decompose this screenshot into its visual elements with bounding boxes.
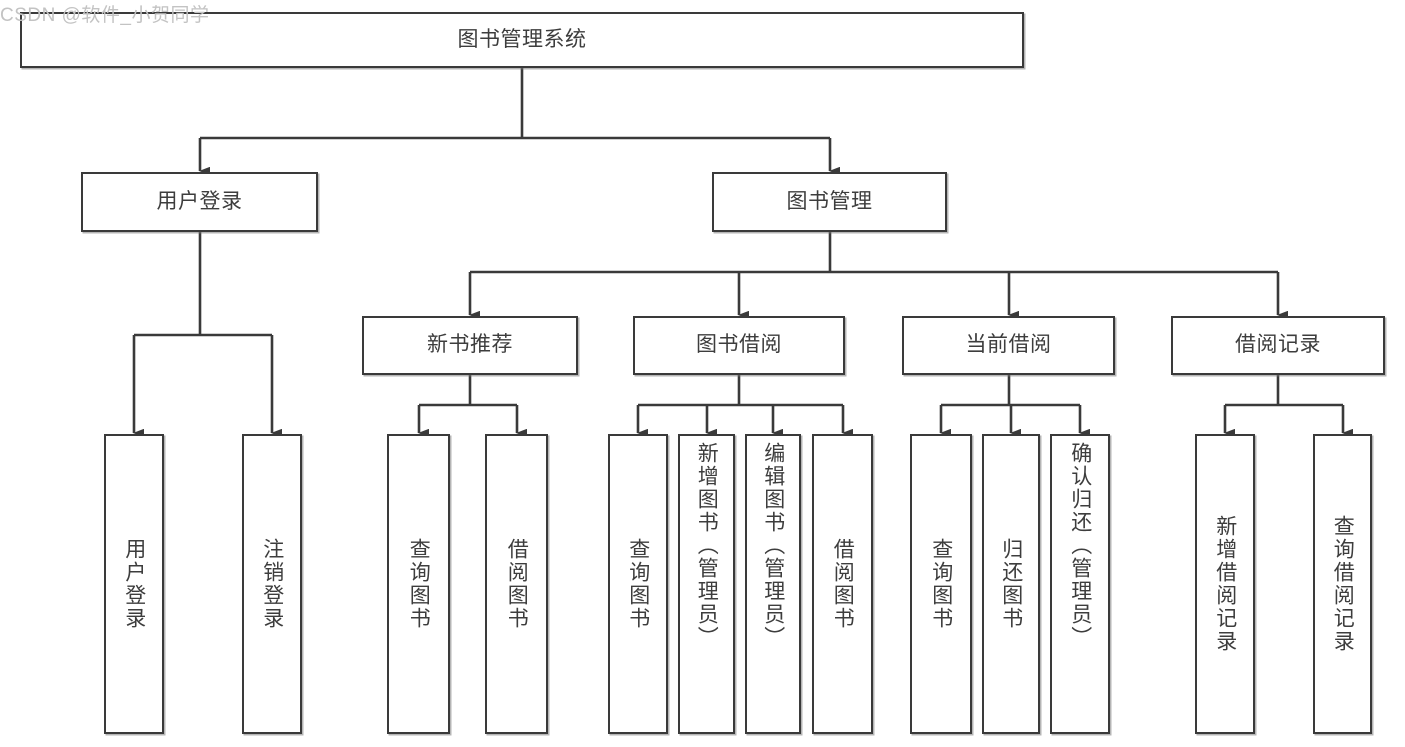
watermark-text: CSDN @软件_小贺同学: [0, 5, 210, 26]
node-leaf-borrow-1[interactable]: 查询图书: [608, 434, 668, 734]
node-label: 用户登录: [156, 189, 243, 213]
node-newbook[interactable]: 新书推荐: [362, 316, 578, 375]
node-borrow[interactable]: 图书借阅: [633, 316, 845, 375]
node-leaf-borrow-4[interactable]: 借阅图书: [812, 434, 873, 734]
node-label: 查询图书: [626, 538, 650, 630]
node-label: 用户登录: [122, 538, 146, 630]
node-label: 借阅图书: [831, 538, 855, 630]
node-leaf-cur-1[interactable]: 查询图书: [910, 434, 972, 734]
node-leaf-login-1[interactable]: 用户登录: [104, 434, 164, 734]
node-leaf-login-2[interactable]: 注销登录: [242, 434, 302, 734]
node-label: 查询图书: [407, 538, 431, 630]
node-current[interactable]: 当前借阅: [902, 316, 1115, 375]
node-leaf-new-1[interactable]: 查询图书: [387, 434, 450, 734]
node-leaf-rec-1[interactable]: 新增借阅记录: [1195, 434, 1255, 734]
node-leaf-borrow-3[interactable]: 编辑图书（管理员）: [745, 434, 801, 734]
node-label: 查询图书: [929, 538, 953, 630]
node-label: 新增借阅记录: [1213, 515, 1237, 653]
node-label: 编辑图书（管理员）: [761, 442, 785, 649]
node-leaf-borrow-2[interactable]: 新增图书（管理员）: [678, 434, 735, 734]
node-leaf-cur-2[interactable]: 归还图书: [982, 434, 1040, 734]
node-bookmgmt[interactable]: 图书管理: [712, 172, 947, 232]
node-records[interactable]: 借阅记录: [1171, 316, 1385, 375]
node-label: 当前借阅: [965, 333, 1052, 357]
node-leaf-rec-2[interactable]: 查询借阅记录: [1313, 434, 1372, 734]
node-label: 借阅记录: [1235, 333, 1321, 357]
node-label: 归还图书: [999, 538, 1023, 630]
node-label: 图书借阅: [696, 333, 782, 357]
node-root[interactable]: 图书管理系统: [20, 12, 1024, 68]
node-label: 新增图书（管理员）: [695, 442, 719, 649]
node-label: 查询借阅记录: [1331, 515, 1355, 653]
node-label: 借阅图书: [505, 538, 529, 630]
node-label: 图书管理: [786, 189, 873, 213]
node-leaf-new-2[interactable]: 借阅图书: [485, 434, 548, 734]
node-label: 新书推荐: [427, 333, 513, 357]
node-label: 注销登录: [260, 538, 284, 630]
node-leaf-cur-3[interactable]: 确认归还（管理员）: [1050, 434, 1110, 734]
node-label: 确认归还（管理员）: [1068, 442, 1092, 649]
node-login[interactable]: 用户登录: [81, 172, 318, 232]
node-label: 图书管理系统: [457, 27, 587, 51]
